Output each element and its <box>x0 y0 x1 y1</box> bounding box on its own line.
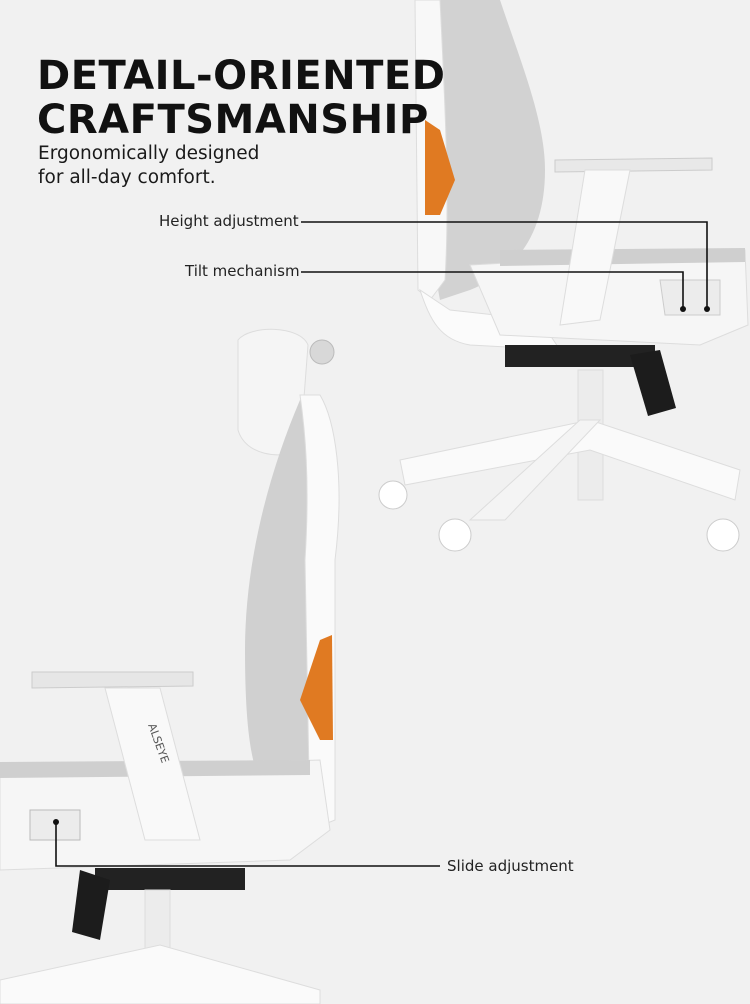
tilt-callout-dot <box>680 306 686 312</box>
slide-callout-line <box>55 822 440 867</box>
tilt-mechanism-label: Tilt mechanism <box>185 262 300 280</box>
height-callout-line <box>301 221 708 309</box>
subtitle: Ergonomically designed for all-day comfo… <box>38 142 259 190</box>
height-adjustment-label: Height adjustment <box>159 212 299 230</box>
callout-lines <box>55 221 708 867</box>
slide-adjustment-label: Slide adjustment <box>447 857 574 875</box>
headline-line-2: CRAFTSMANSHIP <box>37 97 429 143</box>
chair-bottom-view: ALSEYE <box>0 328 340 1004</box>
height-callout-dot <box>704 306 710 312</box>
subtitle-line-2: for all-day comfort. <box>38 167 216 188</box>
chair-top-view <box>378 0 749 552</box>
subtitle-line-1: Ergonomically designed <box>38 143 260 164</box>
headline-line-1: DETAIL-ORIENTED <box>37 53 446 99</box>
slide-callout-dot <box>53 819 59 825</box>
tilt-callout-line <box>301 271 684 309</box>
headline: DETAIL-ORIENTED CRAFTSMANSHIP <box>37 54 445 142</box>
